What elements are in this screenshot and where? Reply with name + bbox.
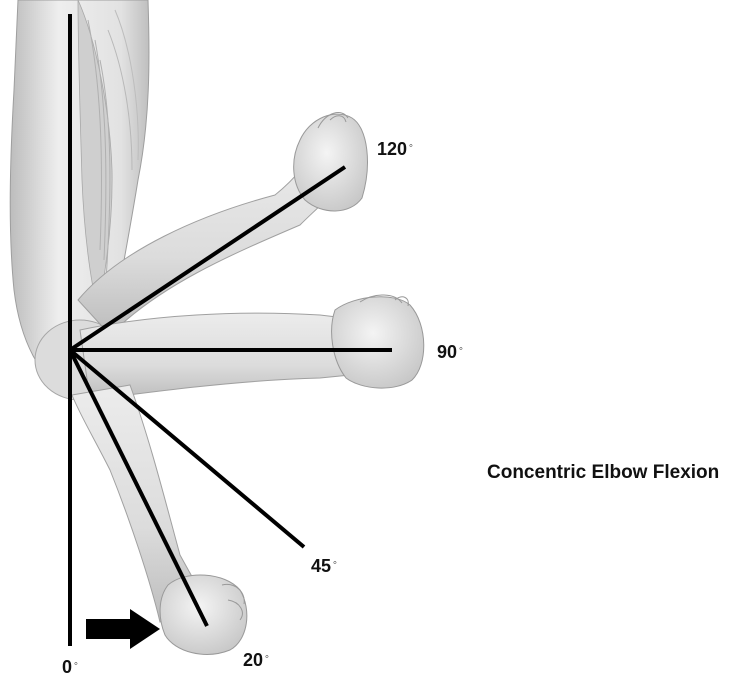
- angle-label-90: 90◦: [437, 342, 463, 362]
- arrow-right-icon: [86, 609, 160, 649]
- angle-label-0: 0◦: [62, 657, 78, 677]
- angle-lines: [68, 14, 392, 646]
- diagram-title: Concentric Elbow Flexion: [487, 462, 719, 483]
- angle-label-20: 20◦: [243, 650, 269, 670]
- line-120: [68, 165, 347, 352]
- line-45: [68, 348, 306, 549]
- angle-label-45: 45◦: [311, 556, 337, 576]
- forearm-90-illustration: [79, 294, 425, 401]
- line-20: [68, 349, 209, 627]
- angle-label-120: 120◦: [377, 139, 413, 159]
